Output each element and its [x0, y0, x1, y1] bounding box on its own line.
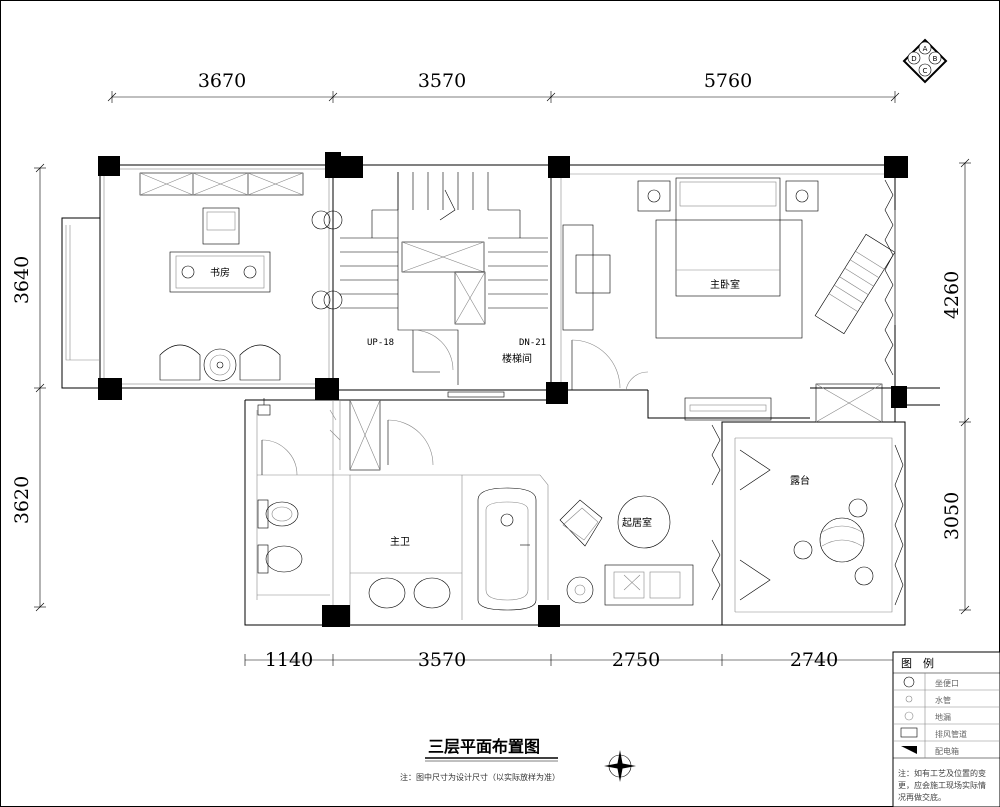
living-room-label: 起居室	[622, 516, 652, 529]
dim-right-2: 3050	[941, 492, 963, 540]
stair-up-label: UP-18	[367, 338, 394, 348]
legend-footnote-1: 注：如有工艺及位置的变	[898, 768, 986, 778]
dim-top-3: 5760	[704, 70, 752, 92]
master-bath-label: 主卫	[390, 536, 410, 548]
compass-letter-c: C	[923, 67, 928, 75]
legend-item-5: 配电箱	[935, 746, 959, 756]
legend-icon-distribution-box	[901, 746, 917, 754]
structural-columns	[98, 152, 908, 627]
dim-left-1: 3640	[11, 256, 33, 304]
orientation-compass: A B C D	[902, 38, 948, 84]
master-bedroom-label: 主卧室	[710, 278, 740, 291]
bathroom-fixtures	[257, 398, 537, 611]
dim-left-2: 3620	[11, 476, 33, 524]
stair-hall-label: 楼梯间	[502, 352, 532, 365]
stair-down-label: DN-21	[519, 338, 546, 348]
legend-item-2: 水管	[935, 695, 951, 705]
bedroom-furniture	[562, 177, 896, 423]
dim-bottom-4: 2740	[790, 649, 838, 671]
legend-box	[892, 651, 1000, 807]
study-furniture	[139, 172, 343, 382]
terrace-label: 露台	[790, 474, 810, 487]
dim-bottom-2: 3570	[418, 649, 466, 671]
dim-right-1: 4260	[941, 271, 963, 319]
legend-icon-toilet-outlet	[903, 676, 915, 688]
terrace-furniture	[739, 444, 904, 606]
dim-top-1: 3670	[198, 70, 246, 92]
dim-top-2: 3570	[418, 70, 466, 92]
walls	[61, 164, 940, 626]
legend-title: 图 例	[901, 656, 934, 670]
stair	[340, 172, 548, 398]
compass-letter-a: A	[923, 45, 928, 53]
legend-icon-exhaust-duct	[900, 727, 918, 738]
legend-item-1: 坐便口	[935, 678, 959, 688]
dimension-lines	[34, 91, 971, 666]
legend-item-3: 地漏	[935, 712, 951, 722]
compass-letter-d: D	[911, 55, 916, 63]
dim-bottom-1: 1140	[265, 649, 313, 671]
plan-title: 三层平面布置图	[428, 737, 540, 756]
living-furniture	[559, 424, 721, 606]
study-label: 书房	[210, 266, 230, 279]
legend-footnote-3: 况再做交底。	[898, 792, 946, 802]
legend-icon-water-pipe	[905, 695, 913, 703]
north-arrow-icon	[604, 750, 636, 782]
legend-item-4: 排风管道	[935, 729, 967, 739]
compass-letter-b: B	[933, 55, 938, 63]
dim-bottom-3: 2750	[612, 649, 660, 671]
legend-footnote-2: 更，应会施工现场实际情	[898, 780, 986, 790]
plan-note: 注：图中尺寸为设计尺寸（以实际放样为准）	[400, 772, 560, 782]
legend-icon-floor-drain	[904, 711, 914, 721]
